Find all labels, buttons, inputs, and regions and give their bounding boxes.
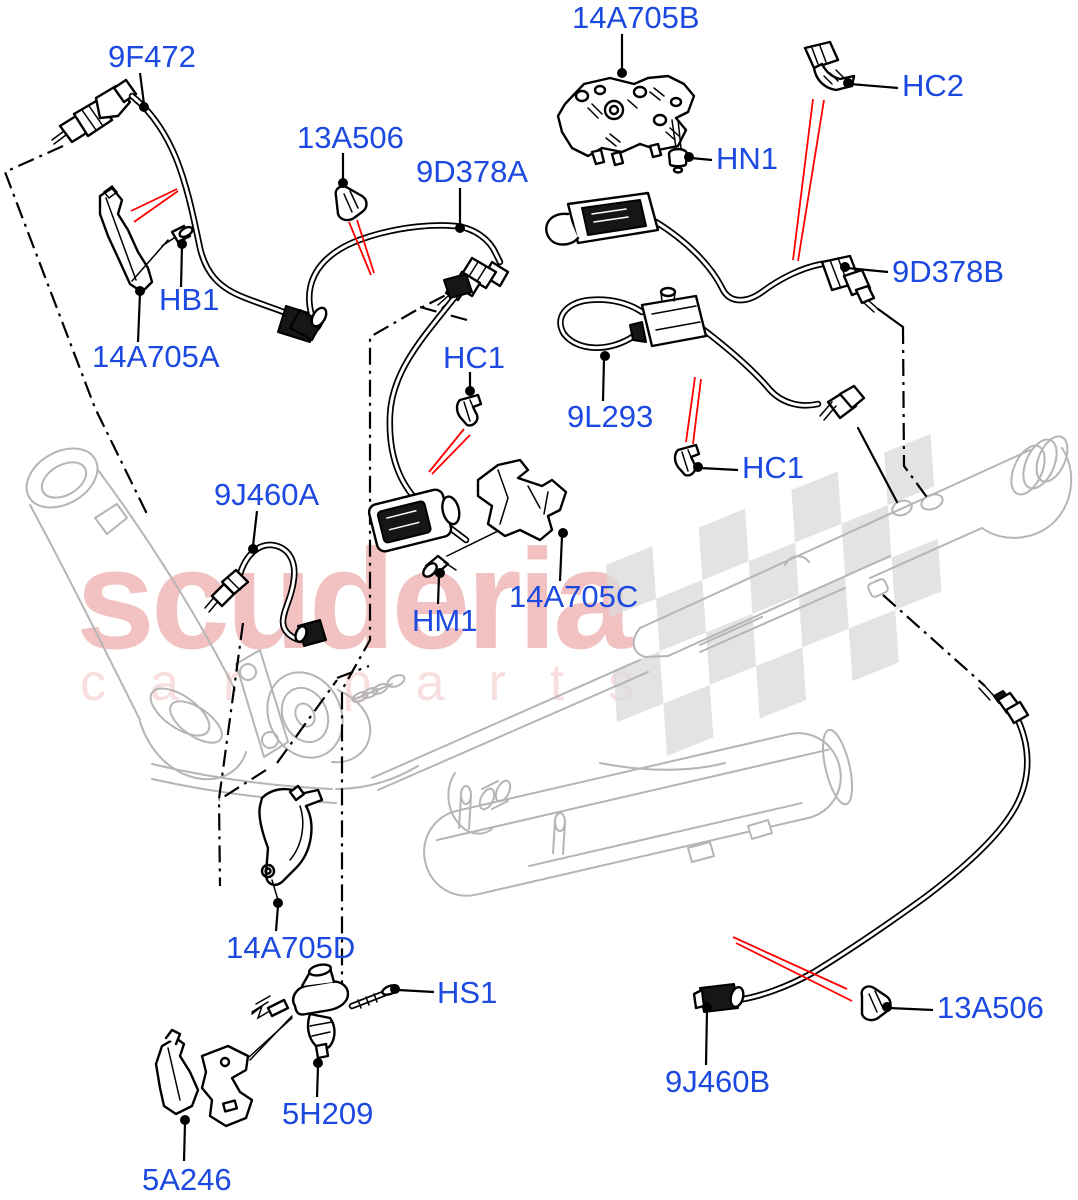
leader-dot-14A705B [617, 68, 627, 78]
part-label-9J460A[interactable]: 9J460A [214, 477, 319, 512]
valve-assembly-5h209-drawing [249, 963, 399, 1061]
part-label-9L293[interactable]: 9L293 [567, 399, 653, 434]
leader-dot-5A246 [180, 1115, 190, 1125]
clip-13a506-top-drawing [334, 185, 368, 222]
oxygen-sensor-9d378a-drawing [289, 222, 510, 341]
part-label-9D378B[interactable]: 9D378B [892, 254, 1004, 289]
exhaust-system-ghost-drawing [151, 435, 1073, 897]
leader-line-14A705A [136, 292, 142, 343]
leader-dot-13A506-bottom [882, 1002, 892, 1012]
leader-dot-13A506-top [338, 178, 348, 188]
nox-sensor-module-9l293-drawing [557, 286, 866, 421]
leader-line-9J460A [251, 510, 259, 547]
watermark-checkered-flag [606, 433, 942, 757]
watermark: scuderia car parts [76, 433, 942, 757]
leader-dot-14A705C [558, 528, 568, 538]
sensor-module-center-drawing [367, 273, 473, 553]
red-pointer-line-9 [692, 378, 702, 445]
red-pointer-lines [130, 98, 853, 1002]
red-pointer-line-3 [356, 219, 375, 274]
part-label-HM1[interactable]: HM1 [412, 603, 477, 638]
leader-dot-9L293 [600, 351, 610, 361]
red-pointer-line-11 [735, 942, 853, 1002]
red-pointer-line-4 [792, 98, 814, 261]
red-pointer-line-8 [685, 376, 696, 443]
part-label-5H209[interactable]: 5H209 [282, 1096, 373, 1131]
leader-dot-9F472 [139, 102, 149, 112]
part-label-HC1-a[interactable]: HC1 [443, 340, 505, 375]
leader-line-14A705D [274, 905, 280, 932]
watermark-brand-text: scuderia [76, 520, 633, 679]
part-label-13A506-top[interactable]: 13A506 [297, 120, 404, 155]
part-label-13A506-bottom[interactable]: 13A506 [937, 990, 1044, 1025]
leader-line-HM1 [436, 575, 441, 605]
part-label-14A705B[interactable]: 14A705B [572, 0, 700, 35]
red-pointer-line-5 [797, 99, 825, 262]
red-pointer-line-2 [348, 221, 372, 276]
part-label-14A705D[interactable]: 14A705D [226, 930, 355, 965]
leader-dot-9J460B [702, 1002, 712, 1012]
part-label-HB1[interactable]: HB1 [159, 282, 219, 317]
leader-line-9J460B [704, 1009, 709, 1066]
leader-line-13A506-bottom [888, 1006, 934, 1012]
oxygen-sensor-9d378b-drawing [820, 254, 879, 313]
part-label-14A705C[interactable]: 14A705C [509, 579, 638, 614]
part-label-HN1[interactable]: HN1 [716, 141, 778, 176]
leader-line-5A246 [182, 1122, 187, 1162]
part-label-HC1-b[interactable]: HC1 [742, 450, 804, 485]
leader-line-9D378B [846, 266, 889, 274]
bracket-14a705d-drawing [258, 784, 324, 901]
bracket-5a246-drawing [154, 1017, 293, 1128]
leader-line-14A705C [558, 535, 564, 582]
catalytic-converter-ghost-drawing [25, 447, 406, 781]
red-pointer-line-0 [130, 188, 178, 212]
leader-dot-HM1 [435, 568, 445, 578]
leader-dot-HC1-a [465, 386, 475, 396]
leader-dot-HC1-b [693, 462, 703, 472]
leader-line-HS1 [397, 988, 435, 994]
part-label-9F472[interactable]: 9F472 [108, 39, 196, 74]
leader-line-9L293 [601, 358, 606, 402]
leader-line-9F472 [138, 72, 146, 105]
part-label-14A705A[interactable]: 14A705A [92, 339, 220, 374]
leader-dot-9D378A [455, 223, 465, 233]
leader-dot-5H209 [313, 1058, 323, 1068]
part-label-HC2[interactable]: HC2 [902, 68, 964, 103]
red-pointer-line-10 [732, 936, 848, 990]
bracket-14a705a-drawing [98, 184, 194, 294]
part-label-9D378A[interactable]: 9D378A [416, 154, 528, 189]
part-label-HS1[interactable]: HS1 [437, 975, 497, 1010]
leader-dot-HB1 [177, 239, 187, 249]
leader-dot-14A705D [273, 898, 283, 908]
temp-sensor-9j460b-drawing [692, 683, 1031, 1013]
clip-hc1-center-drawing [455, 393, 483, 427]
part-label-9J460B[interactable]: 9J460B [665, 1064, 770, 1099]
leader-dot-9J460A [248, 544, 258, 554]
temp-sensor-9j460a-drawing [204, 541, 327, 647]
red-pointer-line-7 [431, 434, 471, 475]
red-pointer-line-1 [133, 190, 179, 223]
leader-dot-9D378B [840, 262, 850, 272]
leader-line-5H209 [315, 1065, 320, 1098]
part-label-5A246[interactable]: 5A246 [142, 1162, 232, 1197]
mounting-plate-14a705b-drawing [556, 74, 696, 174]
leader-dot-HS1 [390, 984, 400, 994]
leader-line-HB1 [179, 245, 184, 288]
leader-line-HN1 [690, 156, 713, 162]
leader-line-HC1-b [699, 466, 739, 472]
leader-line-HC2 [849, 82, 899, 90]
bracket-14a705c-drawing [476, 458, 568, 542]
leader-dot-HC2 [843, 78, 853, 88]
leader-dot-14A705A [135, 286, 145, 296]
sensor-mounting-lines [856, 307, 986, 687]
red-pointer-line-6 [428, 428, 465, 473]
nox-sensor-module-top-drawing [545, 191, 826, 304]
leader-dot-HN1 [684, 152, 694, 162]
